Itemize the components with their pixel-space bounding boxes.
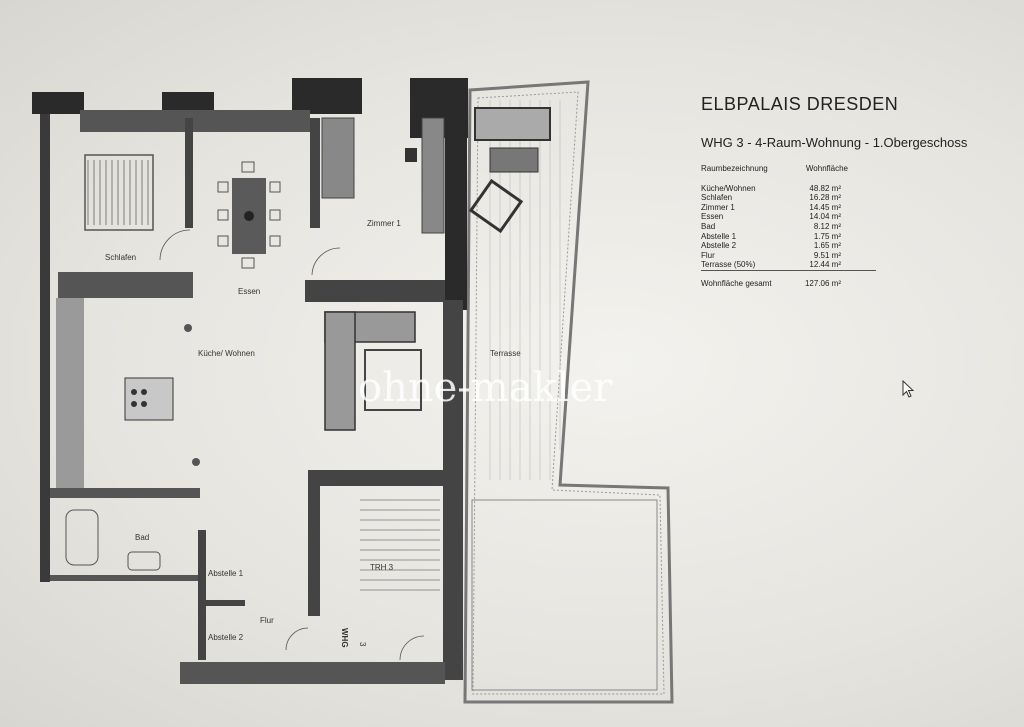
wall — [310, 118, 320, 228]
door-arc — [311, 247, 341, 276]
wall — [292, 78, 362, 114]
area-row-room: Bad — [701, 221, 716, 231]
label-abstelle1: Abstelle 1 — [208, 569, 244, 578]
area-row: Abstelle 2 1.65 m² — [701, 241, 876, 251]
table-decor — [244, 211, 254, 221]
label-whg: WHG — [340, 628, 349, 648]
col-room: Raumbezeichnung — [701, 164, 768, 173]
armchair — [468, 178, 524, 234]
coffee-table — [364, 349, 422, 411]
wall — [198, 530, 206, 660]
wall — [50, 488, 200, 498]
sofa-living-side — [324, 311, 356, 431]
area-row: Zimmer 1 14.45 m² — [701, 203, 876, 213]
area-row-room: Abstelle 1 — [701, 231, 737, 241]
area-row: Bad 8.12 m² — [701, 222, 876, 232]
area-row-value: 8.12 m² — [813, 221, 841, 231]
chairs — [217, 161, 281, 269]
area-row: Schlafen 16.28 m² — [701, 193, 876, 203]
kitchen-island — [124, 377, 174, 421]
whg-marker: WHG 3 — [340, 628, 367, 648]
label-trh: TRH 3 — [370, 563, 394, 572]
bathtub — [65, 509, 99, 566]
label-flur: Flur — [260, 616, 274, 625]
bed — [84, 154, 154, 231]
label-kueche: Küche/ Wohnen — [198, 349, 255, 358]
terrace-inner — [472, 91, 665, 695]
area-row: Küche/Wohnen 48.82 m² — [701, 184, 876, 194]
cabinet — [321, 117, 355, 199]
label-zimmer1: Zimmer 1 — [367, 219, 401, 228]
terrace-lower — [471, 499, 658, 691]
area-row: Flur 9.51 m² — [701, 251, 876, 261]
lamp — [192, 458, 200, 466]
wall — [32, 92, 84, 114]
area-row-value: 14.45 m² — [809, 202, 841, 212]
area-row-room: Küche/Wohnen — [701, 183, 756, 193]
wall-bottom — [180, 662, 445, 684]
area-row-value: 14.04 m² — [809, 212, 841, 222]
chair — [405, 148, 417, 162]
plan-header: ELBPALAIS DRESDEN WHG 3 - 4-Raum-Wohnung… — [701, 94, 1011, 289]
area-row-value: 16.28 m² — [809, 193, 841, 203]
terrace-outline — [463, 80, 674, 704]
area-row: Terrasse (50%) 12.44 m² — [701, 260, 876, 271]
area-row: Abstelle 1 1.75 m² — [701, 232, 876, 242]
area-row-value: 1.65 m² — [813, 241, 841, 251]
wall — [308, 486, 320, 616]
label-terrasse: Terrasse — [490, 349, 521, 358]
label-whg-number: 3 — [358, 642, 367, 647]
wall — [205, 600, 245, 606]
kitchen-counter — [56, 298, 84, 488]
wall — [305, 280, 445, 302]
bed-lines — [87, 160, 149, 225]
mouse-cursor-icon — [902, 380, 915, 398]
area-row-room: Abstelle 2 — [701, 241, 737, 251]
area-row-value: 48.82 m² — [809, 183, 841, 193]
stairs — [360, 499, 440, 591]
area-row-room: Schlafen — [701, 193, 733, 203]
area-row-room: Terrasse (50%) — [701, 260, 756, 270]
label-schlafen: Schlafen — [105, 253, 136, 262]
wall — [445, 130, 467, 310]
area-row: Essen 14.04 m² — [701, 212, 876, 222]
floor-plan-drawing: Schlafen Essen Zimmer 1 Küche/ Wohnen Te… — [32, 78, 674, 704]
area-table-total: Wohnfläche gesamt 127.06 m² — [701, 279, 876, 289]
area-row-room: Essen — [701, 212, 724, 222]
label-abstelle2: Abstelle 2 — [208, 633, 244, 642]
area-row-room: Flur — [701, 250, 715, 260]
document-title: ELBPALAIS DRESDEN — [701, 94, 899, 114]
label-bad: Bad — [135, 533, 149, 542]
area-table: Raumbezeichnung Wohnfläche Küche/Wohnen 4… — [701, 164, 876, 289]
lounge-table — [489, 147, 539, 173]
wall — [50, 575, 200, 581]
wall — [185, 118, 193, 228]
door-arc — [159, 229, 191, 261]
sink — [127, 551, 161, 571]
door-arc — [399, 635, 425, 661]
floor-plan: Schlafen Essen Zimmer 1 Küche/ Wohnen Te… — [20, 70, 680, 720]
desk — [421, 117, 445, 234]
door-arc — [285, 627, 309, 651]
wall-top — [80, 110, 310, 132]
area-row-value: 1.75 m² — [813, 231, 841, 241]
label-essen: Essen — [238, 287, 260, 296]
sofa — [474, 107, 551, 141]
wall-schlafen — [58, 272, 193, 298]
area-row-value: 12.44 m² — [809, 260, 841, 270]
area-row-value: 9.51 m² — [813, 250, 841, 260]
document-subtitle: WHG 3 - 4-Raum-Wohnung - 1.Obergeschoss — [701, 135, 968, 150]
col-area: Wohnfläche — [805, 164, 848, 173]
total-value: 127.06 m² — [804, 278, 841, 288]
area-table-header: Raumbezeichnung Wohnfläche — [701, 164, 876, 174]
total-label: Wohnfläche gesamt — [701, 278, 772, 288]
area-row-room: Zimmer 1 — [701, 202, 735, 212]
lamp — [184, 324, 192, 332]
wall — [308, 470, 448, 486]
wall — [162, 92, 214, 114]
wall-right — [443, 300, 463, 680]
wall-left — [40, 114, 50, 582]
